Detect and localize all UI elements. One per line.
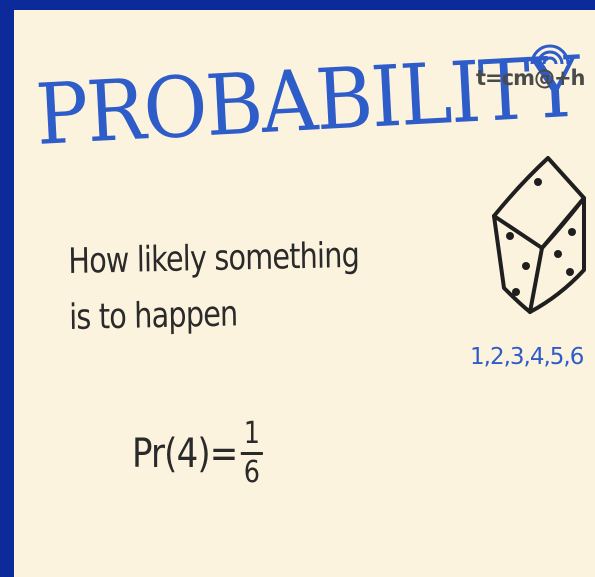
title-probability: PROBABILITY — [33, 37, 582, 164]
dice-faces-list: 1,2,3,4,5,6 — [470, 344, 584, 370]
wifi-signal-icon — [530, 44, 570, 65]
definition-line-2: is to happen — [68, 294, 238, 338]
fraction-bar — [240, 452, 263, 455]
formula-fraction: 1 6 — [240, 416, 263, 490]
formula-expression: Pr(4)= — [132, 430, 238, 477]
definition-text: How likely something is to happen — [68, 228, 360, 346]
fraction-denominator: 6 — [243, 455, 261, 490]
dice-icon — [492, 156, 586, 314]
fraction-numerator: 1 — [243, 416, 261, 451]
logo-text: t=cm@+h — [476, 66, 586, 90]
definition-line-1: How likely something — [68, 235, 360, 282]
probability-formula: Pr(4)= 1 6 — [132, 418, 263, 489]
whiteboard-card: PROBABILITY How likely something is to h… — [14, 10, 595, 577]
